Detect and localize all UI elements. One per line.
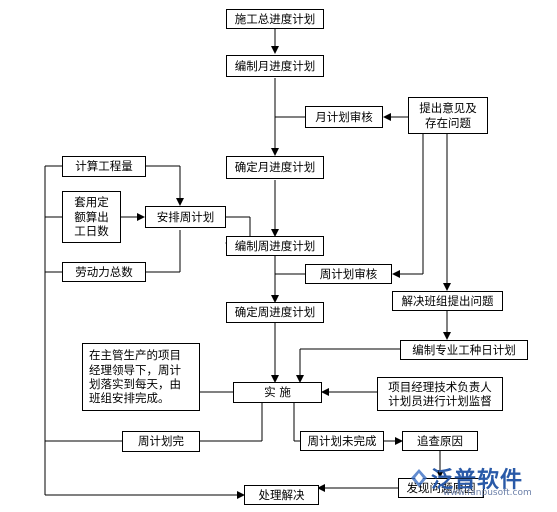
node-resolve-team-issues: 解决班组提出问题 [392, 291, 503, 311]
node-weekly-not-done: 周计划未完成 [300, 431, 384, 451]
node-compile-weekly: 编制周进度计划 [226, 236, 324, 256]
node-calc-quantity: 计算工程量 [62, 156, 146, 177]
node-monthly-review: 月计划审核 [305, 106, 383, 128]
node-compile-daily: 编制专业工种日计划 [400, 340, 528, 360]
node-weekly-done: 周计划完 [122, 431, 200, 452]
node-implement: 实 施 [233, 382, 322, 403]
node-handle-resolve: 处理解决 [244, 485, 319, 505]
node-total-labor: 劳动力总数 [62, 262, 146, 282]
node-investigate: 追查原因 [402, 431, 478, 451]
node-weekly-review: 周计划审核 [305, 264, 392, 284]
watermark-logo: 泛普软件 www.fanpusoft.com [409, 462, 549, 504]
watermark-brand: 泛普软件 [431, 468, 524, 493]
brand-logo-icon [411, 469, 427, 487]
node-construction-schedule: 施工总进度计划 [226, 9, 324, 29]
node-supervision: 项目经理技术负责人 计划员进行计划监督 [377, 377, 503, 411]
node-confirm-monthly: 确定月进度计划 [226, 156, 324, 179]
node-apply-quota: 套用定 额算出 工日数 [62, 191, 121, 243]
node-feedback: 提出意见及 存在问题 [408, 97, 488, 134]
node-manager-note: 在主管生产的项目 经理领导下，周计 划落实到每天，由 班组安排完成。 [82, 343, 200, 411]
node-compile-monthly: 编制月进度计划 [226, 55, 324, 77]
watermark-url: www.fanpusoft.com [443, 488, 532, 498]
node-arrange-weekly: 安排周计划 [145, 206, 226, 228]
node-confirm-weekly: 确定周进度计划 [226, 302, 324, 323]
